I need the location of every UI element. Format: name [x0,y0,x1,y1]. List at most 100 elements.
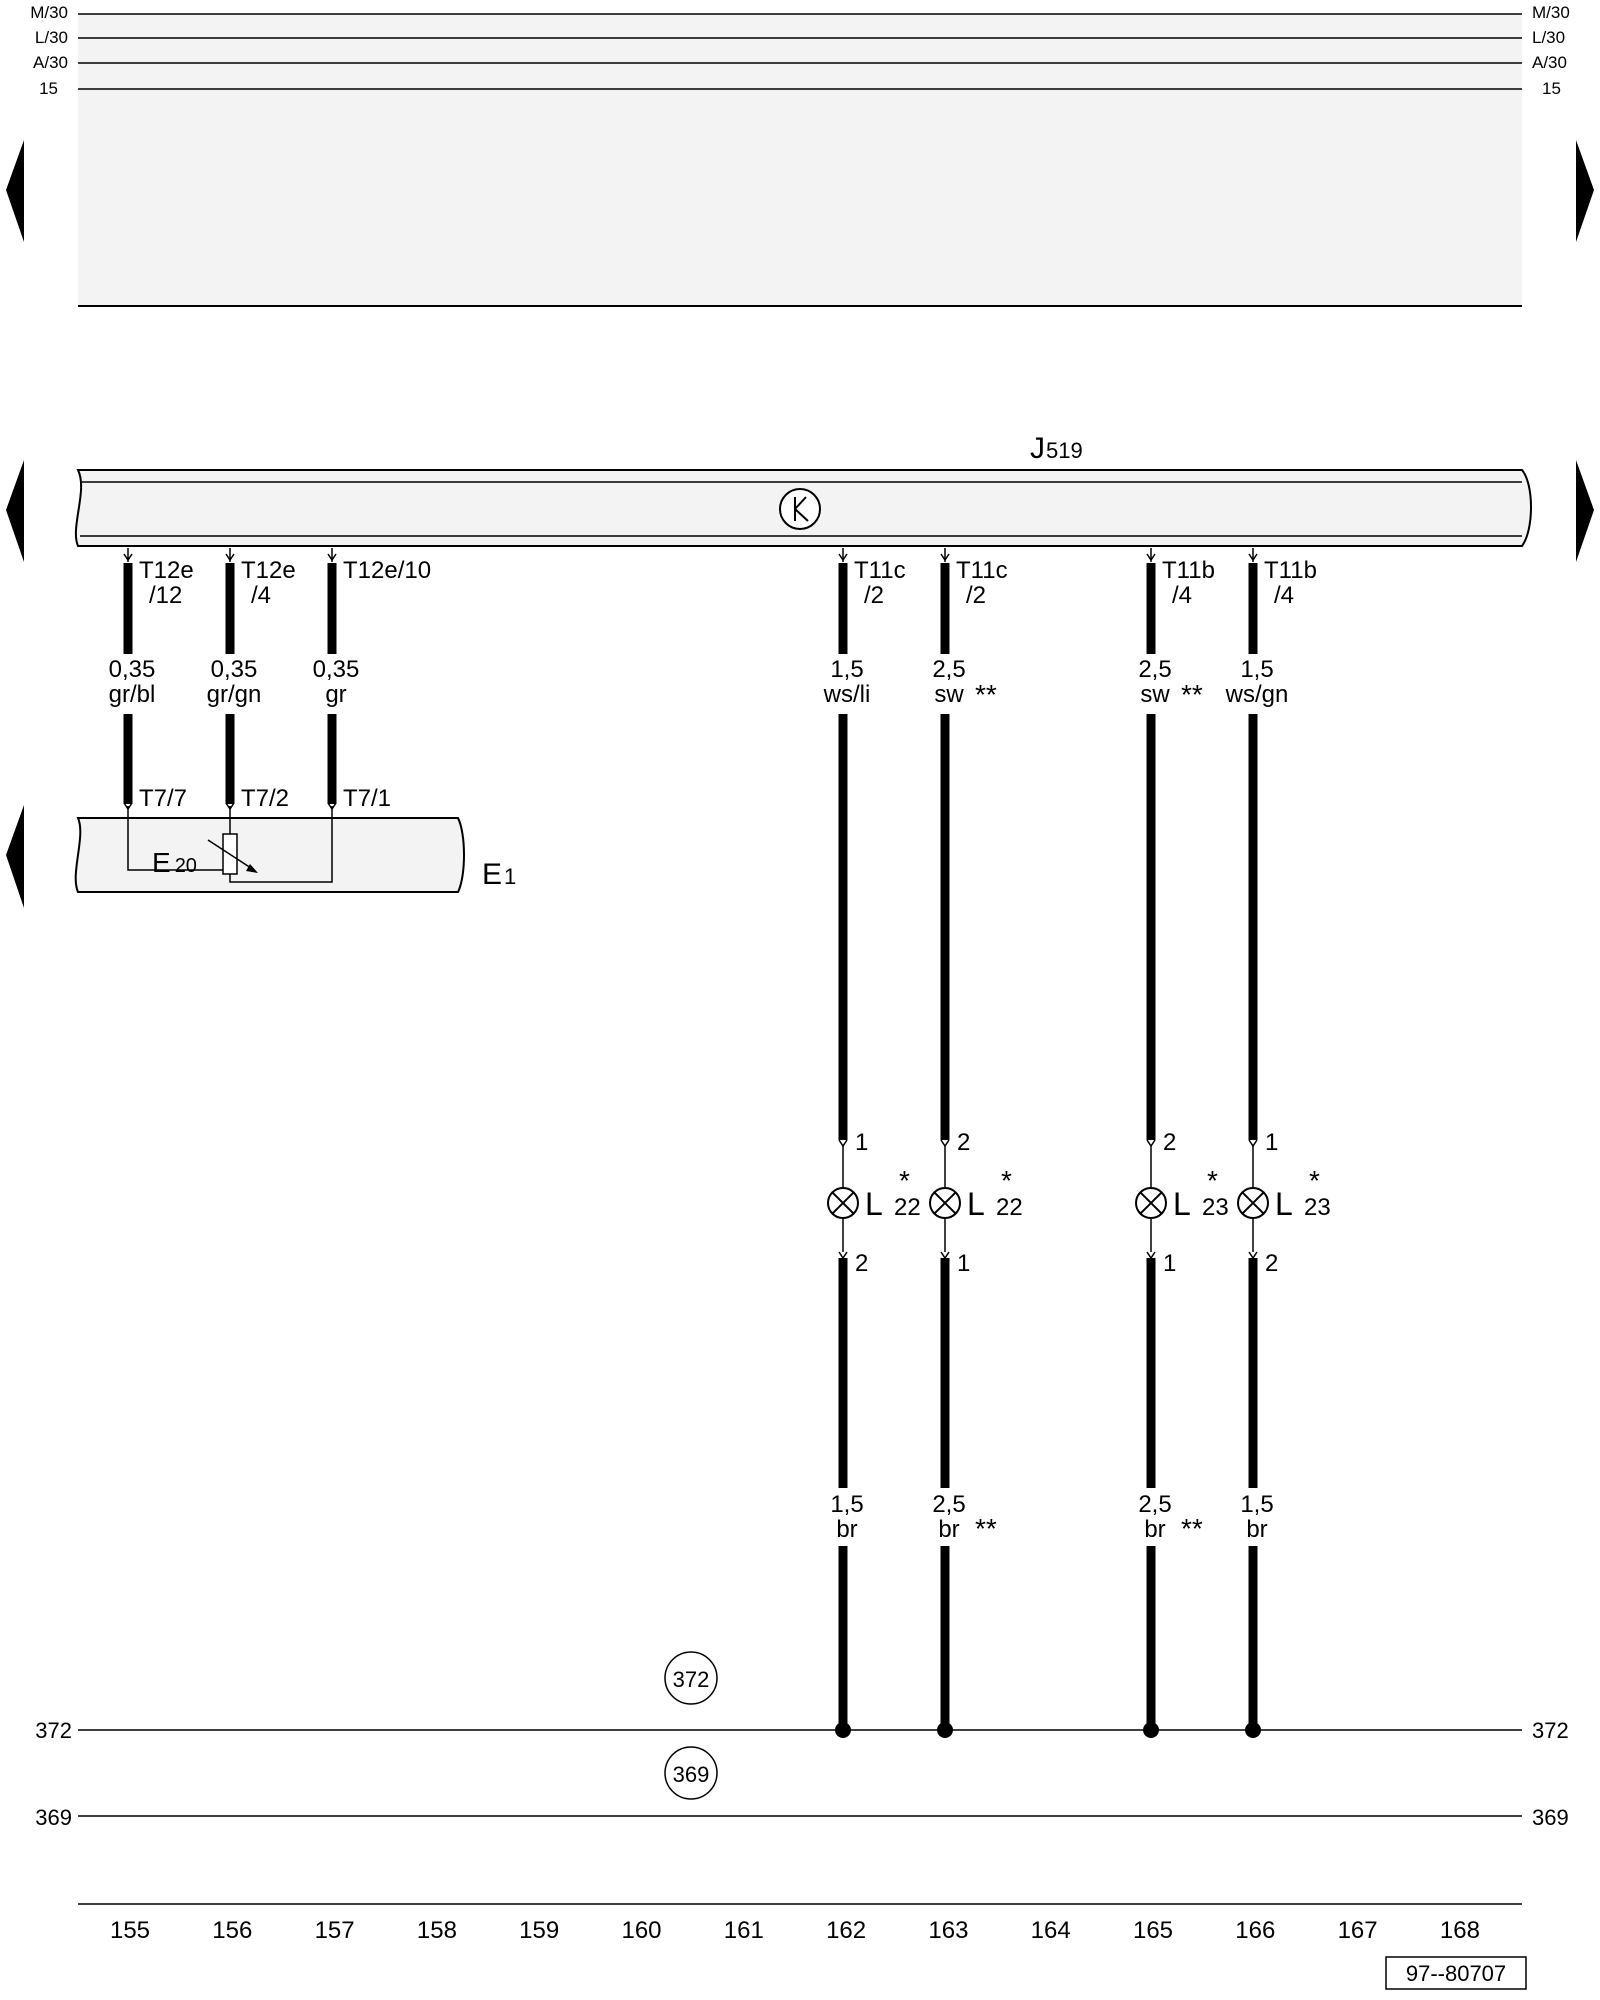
connector-pin-label-1: /4 [251,582,271,609]
ground-point-372-ref[interactable]: 372 [673,1667,710,1692]
column-number-157: 157 [315,1917,355,1944]
column-number-163: 163 [928,1917,968,1944]
wire-size-5: 2,5 [1138,656,1171,683]
lamp-cross-b-2 [1139,1191,1163,1215]
column-number-159: 159 [519,1917,559,1944]
lamp-connector-bottom-2 [1146,1251,1156,1260]
lamp-pin-top-2: 2 [1163,1129,1176,1156]
e20-arrow-icon [246,864,258,873]
lamp-pin-bottom-0: 2 [855,1250,868,1277]
wire-lower-color-2: br [1144,1516,1165,1543]
connector-label-3: T11c [854,557,906,584]
column-number-164: 164 [1031,1917,1071,1944]
wire-color-0: gr/bl [109,681,156,708]
next-page-arrow-icon[interactable] [1576,140,1594,242]
column-number-158: 158 [417,1917,457,1944]
lamp-pin-top-3: 1 [1265,1129,1278,1156]
connector-label-1: T12e [241,557,296,584]
connector-pin-label-3: /2 [864,582,884,609]
connector-mark-top-6 [1248,553,1258,562]
prev-page-arrow-icon-3[interactable] [6,805,24,908]
wire-color-2: gr [325,681,346,708]
ground-rail-369-label-right: 369 [1532,1805,1569,1830]
diagram-code-box [1385,1956,1527,1990]
e20-wiper-wire [127,806,236,871]
ground-rail-369-label-left: 369 [35,1805,72,1830]
e1-switch-box [74,817,465,893]
wire-lower-size-2: 2,5 [1138,1491,1171,1518]
connector-mark-top-1 [225,553,235,562]
lamp-note-star-1: * [1001,1165,1012,1196]
rail-label-left-15: 15 [39,79,58,98]
wire-note-mark-5: ** [1181,679,1203,710]
connector-label-6: T11b [1264,557,1317,584]
lamp-note-star-3: * [1309,1165,1320,1196]
lamp-cross-b-0 [831,1191,855,1215]
connector-pin-label-0: /12 [149,582,182,609]
wires-group [123,548,1261,1738]
lamp-pin-bottom-3: 2 [1265,1250,1278,1277]
column-number-162: 162 [826,1917,866,1944]
ecu-k-symbol-icon [794,496,809,522]
next-page-arrow-icon-2[interactable] [1576,460,1594,562]
rail-label-left-l30: L/30 [35,28,68,47]
lamp-number-1: 22 [996,1194,1023,1221]
column-number-166: 166 [1235,1917,1275,1944]
wire-color-1: gr/gn [207,681,262,708]
connector-pin-label-6: /4 [1274,582,1294,609]
ecu-symbol-circle [779,488,821,530]
lamp-letter-1: L [967,1186,985,1222]
prev-page-arrow-icon[interactable] [6,140,24,242]
lamp-pin-bottom-2: 1 [1163,1250,1176,1277]
top-rail-panel [78,14,1522,306]
wire-note-mark-4: ** [975,679,997,710]
connector-mark-top-4 [940,553,950,562]
ground-rail-372-label-right: 372 [1532,1718,1569,1743]
rail-label-right-m30: M/30 [1532,3,1570,22]
wire-size-2: 0,35 [313,656,360,683]
wire-lower-color-3: br [1246,1516,1267,1543]
rail-label-left-a30: A/30 [33,53,68,72]
wire-lower-color-1: br [938,1516,959,1543]
e1-pin-label-2: T7/1 [343,785,391,812]
column-number-165: 165 [1133,1917,1173,1944]
wire-size-3: 1,5 [830,656,863,683]
connector-pin-label-5: /4 [1172,582,1192,609]
lamp-pin-top-1: 2 [957,1129,970,1156]
wire-size-0: 0,35 [109,656,156,683]
connector-mark-top-2 [327,553,337,562]
column-number-161: 161 [724,1917,764,1944]
wire-lower-note-mark-1: ** [975,1513,997,1544]
diagram-code: 97--80707 [1406,1961,1506,1986]
connector-label-4: T11c [956,557,1008,584]
wire-color-5: sw [1140,681,1170,708]
wire-size-4: 2,5 [932,656,965,683]
wire-color-4: sw [934,681,964,708]
lamp-pin-bottom-1: 1 [957,1250,970,1277]
lamp-connector-top-0 [838,1139,848,1148]
lamp-connector-bottom-3 [1248,1251,1258,1260]
ground-point-372-ref-circle[interactable] [664,1651,718,1705]
ground-point-369-ref-circle[interactable] [664,1746,718,1800]
e1-label: E1 [482,858,516,891]
rail-label-left-m30: M/30 [30,3,68,22]
wire-color-6: ws/gn [1225,681,1289,708]
lamp-letter-2: L [1173,1186,1191,1222]
wire-size-6: 1,5 [1240,656,1273,683]
connector-label-5: T11b [1162,557,1215,584]
wire-color-3: ws/li [823,681,871,708]
lamp-connector-top-2 [1146,1139,1156,1148]
column-number-160: 160 [621,1917,661,1944]
ground-rail-372-label-left: 372 [35,1718,72,1743]
ground-point-369-ref[interactable]: 369 [673,1762,710,1787]
connector-mark-top-3 [838,553,848,562]
wire-lower-size-1: 2,5 [932,1491,965,1518]
lamp-connector-bottom-0 [838,1251,848,1260]
prev-page-arrow-icon-2[interactable] [6,460,24,562]
ecu-label: J519 [1030,432,1083,465]
connector-mark-top-0 [123,553,133,562]
